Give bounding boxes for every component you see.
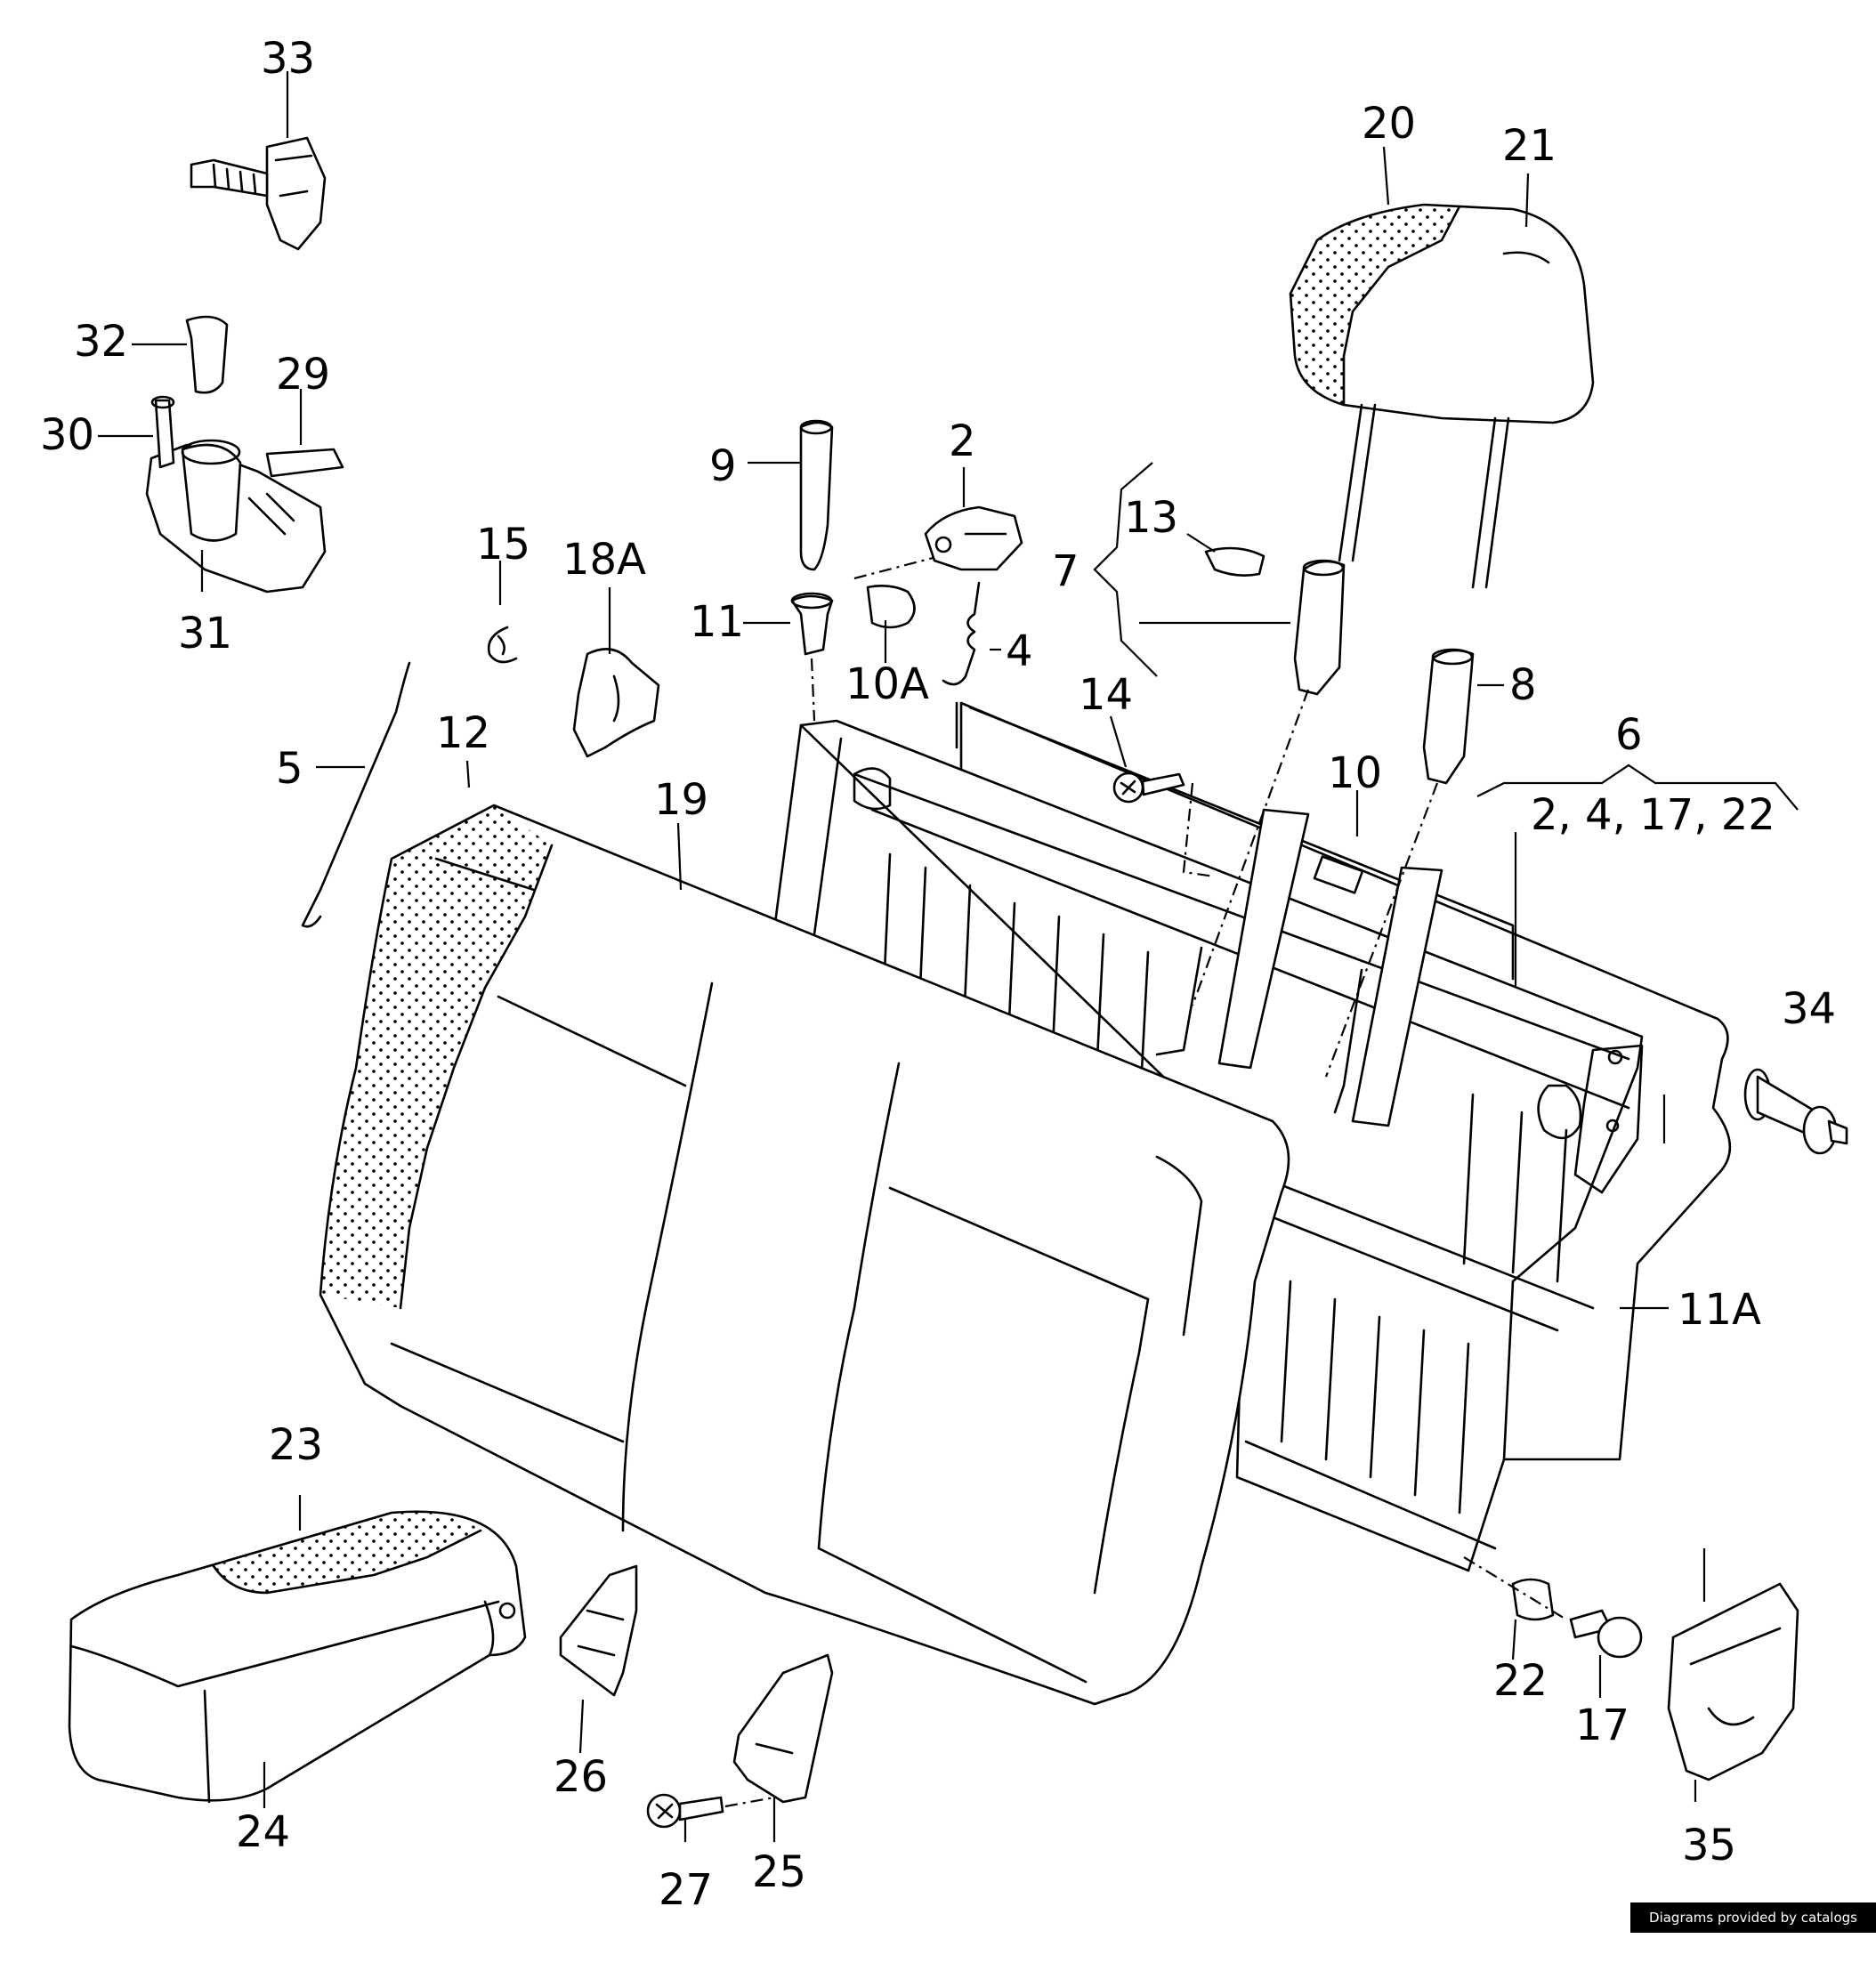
credit-banner: Diagrams provided by catalogs parts xyxy=(1630,1902,1876,1956)
seat-cushion xyxy=(68,1510,527,1804)
part-18A-clip xyxy=(572,648,660,758)
label-10A: 10A xyxy=(845,659,929,709)
label-23: 23 xyxy=(269,1420,323,1470)
part-33-latch xyxy=(190,136,327,251)
parts-22-17 xyxy=(1463,1556,1643,1659)
label-10: 10 xyxy=(1328,748,1382,798)
label-33: 33 xyxy=(261,34,315,84)
label-35: 35 xyxy=(1682,1821,1736,1870)
part-25-bracket xyxy=(732,1653,834,1804)
label-27: 27 xyxy=(659,1865,713,1915)
part-14-screw xyxy=(1112,771,1216,878)
label-8: 8 xyxy=(1509,660,1537,710)
callout-labels: 2 4 5 6 2, 4, 17, 22 7 8 9 10 10A 11 11A… xyxy=(40,34,1836,1915)
part-11-clip xyxy=(790,592,834,722)
label-19: 19 xyxy=(654,775,708,825)
label-32: 32 xyxy=(74,317,128,367)
part-26-hinge xyxy=(559,1564,638,1697)
label-25: 25 xyxy=(752,1847,806,1897)
label-31: 31 xyxy=(178,609,232,658)
backrest-frame xyxy=(772,701,1732,1572)
guide-sleeves xyxy=(1191,559,1475,1078)
backrest-cover xyxy=(319,804,1290,1706)
part-13-clip xyxy=(1204,546,1265,577)
part-5-rod xyxy=(301,661,411,928)
label-6-contents: 2, 4, 17, 22 xyxy=(1531,790,1775,840)
part-2-bracket xyxy=(924,505,1023,571)
headrest xyxy=(1289,203,1595,589)
label-4: 4 xyxy=(1006,626,1033,676)
label-29: 29 xyxy=(276,350,330,400)
label-17: 17 xyxy=(1575,1700,1629,1750)
label-30: 30 xyxy=(40,410,94,460)
label-11A: 11A xyxy=(1678,1285,1761,1335)
label-7: 7 xyxy=(1052,546,1080,596)
label-15: 15 xyxy=(476,520,530,570)
label-2: 2 xyxy=(949,416,976,466)
part-9-knob xyxy=(799,419,834,571)
label-18A: 18A xyxy=(562,535,646,585)
label-21: 21 xyxy=(1502,121,1557,171)
part-34-pin xyxy=(1743,1068,1848,1155)
label-5: 5 xyxy=(276,744,303,794)
label-13: 13 xyxy=(1124,493,1178,543)
label-14: 14 xyxy=(1079,670,1133,720)
part-15-clip xyxy=(487,626,518,664)
label-11: 11 xyxy=(690,597,744,647)
label-24: 24 xyxy=(236,1807,290,1857)
part-35-cover xyxy=(1667,1582,1799,1781)
label-6: 6 xyxy=(1615,710,1643,760)
label-20: 20 xyxy=(1362,99,1416,149)
label-26: 26 xyxy=(554,1752,608,1802)
label-22: 22 xyxy=(1493,1656,1548,1706)
parts-29-32-lock xyxy=(145,315,344,594)
part-27-screw xyxy=(646,1793,775,1829)
label-9: 9 xyxy=(709,441,737,491)
part-4-spring xyxy=(942,581,981,686)
leader-lines xyxy=(98,71,1799,1842)
label-34: 34 xyxy=(1782,984,1836,1034)
label-12: 12 xyxy=(436,708,490,758)
